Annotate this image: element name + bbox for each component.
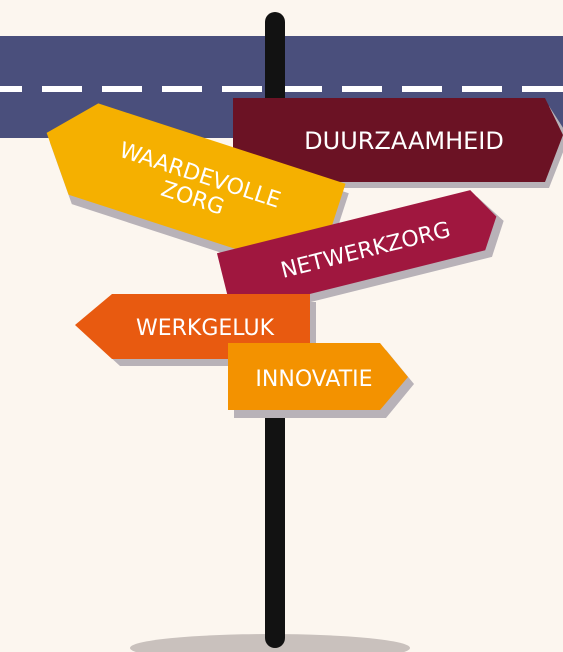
sign-label-werkgeluk: WERKGELUK xyxy=(136,316,275,341)
sign-board xyxy=(216,190,497,314)
sign-board xyxy=(46,103,346,276)
sign-label-duurzaamheid: DUURZAAMHEID xyxy=(304,127,504,155)
sign-board xyxy=(228,343,408,410)
road-marking xyxy=(0,86,563,92)
sign-netwerkzorg: NETWERKZORG xyxy=(216,190,504,320)
sign-duurzaamheid: DUURZAAMHEID xyxy=(233,98,563,188)
sign-board xyxy=(75,294,310,359)
sign-label-innovatie: INNOVATIE xyxy=(255,367,372,392)
sign-innovatie: INNOVATIE xyxy=(228,343,414,418)
sign-board xyxy=(233,98,563,182)
